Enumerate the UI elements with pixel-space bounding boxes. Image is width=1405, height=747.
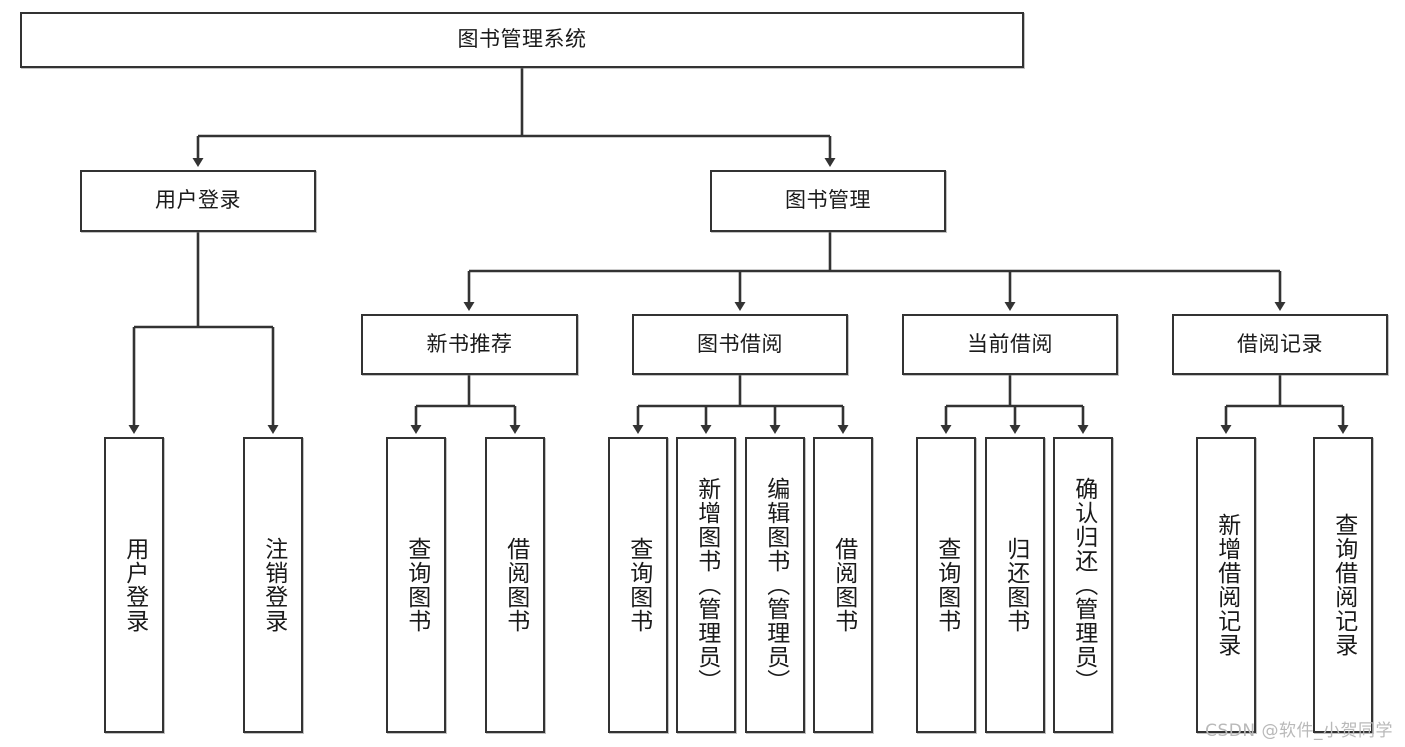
- node-book-management-label: 图书管理: [785, 188, 871, 213]
- node-leaf-query-book-2-label: 查询图书: [625, 537, 652, 633]
- node-leaf-confirm-return-label: 确认归还（管理员）: [1070, 477, 1097, 693]
- node-leaf-return-book[interactable]: 归还图书: [985, 437, 1045, 733]
- node-new-book-recommend-label: 新书推荐: [426, 331, 513, 356]
- node-leaf-edit-book[interactable]: 编辑图书（管理员）: [745, 437, 805, 733]
- node-root[interactable]: 图书管理系统: [20, 12, 1024, 68]
- node-book-borrow[interactable]: 图书借阅: [632, 314, 848, 375]
- node-leaf-query-book-3-label: 查询图书: [933, 537, 960, 633]
- node-leaf-user-logout-label: 注销登录: [260, 537, 287, 633]
- node-leaf-add-record-label: 新增借阅记录: [1213, 513, 1240, 657]
- node-borrow-record[interactable]: 借阅记录: [1172, 314, 1388, 375]
- node-leaf-borrow-book-2[interactable]: 借阅图书: [813, 437, 873, 733]
- node-leaf-return-book-label: 归还图书: [1002, 537, 1029, 633]
- node-leaf-query-book-3[interactable]: 查询图书: [916, 437, 976, 733]
- watermark-text: CSDN @软件_小贺同学: [1205, 721, 1393, 741]
- node-root-label: 图书管理系统: [457, 27, 587, 52]
- node-leaf-borrow-book-1-label: 借阅图书: [502, 537, 529, 633]
- node-leaf-add-book[interactable]: 新增图书（管理员）: [676, 437, 736, 733]
- node-leaf-borrow-book-1[interactable]: 借阅图书: [485, 437, 545, 733]
- node-new-book-recommend[interactable]: 新书推荐: [361, 314, 578, 375]
- node-leaf-user-logout[interactable]: 注销登录: [243, 437, 303, 733]
- node-leaf-add-book-label: 新增图书（管理员）: [693, 477, 720, 693]
- node-leaf-confirm-return[interactable]: 确认归还（管理员）: [1053, 437, 1113, 733]
- node-leaf-user-login[interactable]: 用户登录: [104, 437, 164, 733]
- node-user-login[interactable]: 用户登录: [80, 170, 316, 232]
- node-user-login-label: 用户登录: [155, 188, 241, 213]
- node-leaf-query-record-label: 查询借阅记录: [1330, 513, 1357, 657]
- node-book-management[interactable]: 图书管理: [710, 170, 946, 232]
- node-leaf-edit-book-label: 编辑图书（管理员）: [762, 477, 789, 693]
- node-leaf-add-record[interactable]: 新增借阅记录: [1196, 437, 1256, 733]
- node-current-borrow[interactable]: 当前借阅: [902, 314, 1118, 375]
- node-leaf-query-record[interactable]: 查询借阅记录: [1313, 437, 1373, 733]
- node-borrow-record-label: 借阅记录: [1237, 331, 1323, 356]
- node-leaf-query-book-2[interactable]: 查询图书: [608, 437, 668, 733]
- node-current-borrow-label: 当前借阅: [967, 331, 1053, 356]
- node-leaf-borrow-book-2-label: 借阅图书: [830, 537, 857, 633]
- node-leaf-query-book-1[interactable]: 查询图书: [386, 437, 446, 733]
- node-leaf-query-book-1-label: 查询图书: [403, 537, 430, 633]
- node-leaf-user-login-label: 用户登录: [121, 537, 148, 633]
- node-book-borrow-label: 图书借阅: [697, 331, 783, 356]
